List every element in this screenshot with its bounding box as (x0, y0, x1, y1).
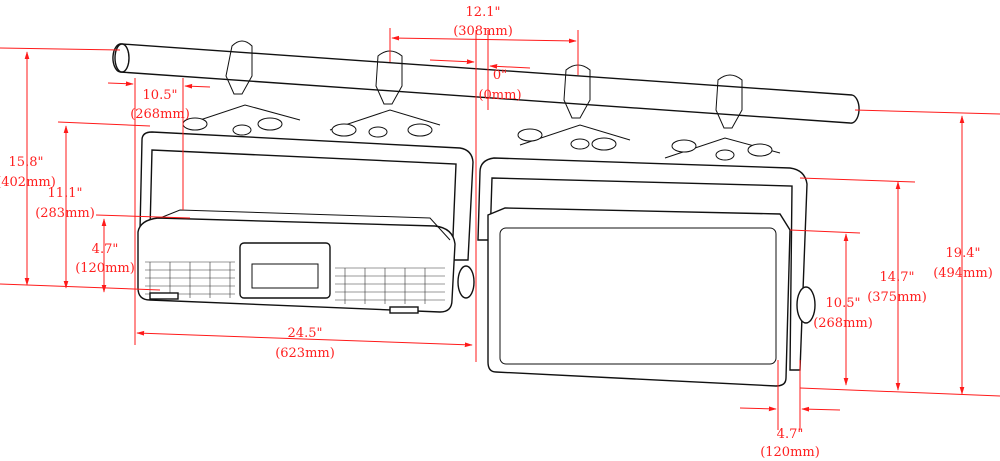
dim-spacing-inch: 12.1" (466, 5, 501, 20)
dim-left-body-inch: 11.1" (48, 186, 83, 201)
dimension-lines (0, 28, 1000, 430)
right-fixture (457, 157, 816, 387)
dim-total-width-mm: (623mm) (275, 346, 335, 361)
dim-left-front-mm: (120mm) (75, 261, 135, 276)
dim-offset-mm: (0mm) (478, 88, 521, 103)
dim-left-depth-inch: 10.5" (143, 88, 178, 103)
dim-right-panel-mm: (268mm) (813, 316, 873, 331)
dim-left-total-inch: 15.8" (9, 155, 44, 170)
dim-right-body-inch: 14.7" (880, 270, 915, 285)
dim-total-width-inch: 24.5" (288, 326, 323, 341)
dim-offset-inch: 0" (493, 68, 507, 83)
left-fixture (137, 131, 474, 314)
dim-left-depth-mm: (268mm) (130, 107, 190, 122)
dim-right-body-mm: (375mm) (867, 290, 927, 305)
dim-right-total-inch: 19.4" (946, 246, 981, 261)
pipe-clamps (182, 40, 781, 161)
dim-right-total-mm: (494mm) (933, 266, 993, 281)
dimension-labels: 12.1" (308mm) 0" (0mm) 10.5" (268mm) 15.… (0, 5, 993, 460)
dim-spacing-mm: (308mm) (453, 24, 513, 39)
dim-left-front-inch: 4.7" (92, 242, 119, 257)
dim-left-body-mm: (283mm) (35, 206, 95, 221)
dim-left-total-mm: (402mm) (0, 175, 56, 190)
dim-right-depth-inch: 4.7" (777, 427, 804, 442)
dim-right-depth-mm: (120mm) (760, 445, 820, 460)
dim-right-panel-inch: 10.5" (826, 296, 861, 311)
